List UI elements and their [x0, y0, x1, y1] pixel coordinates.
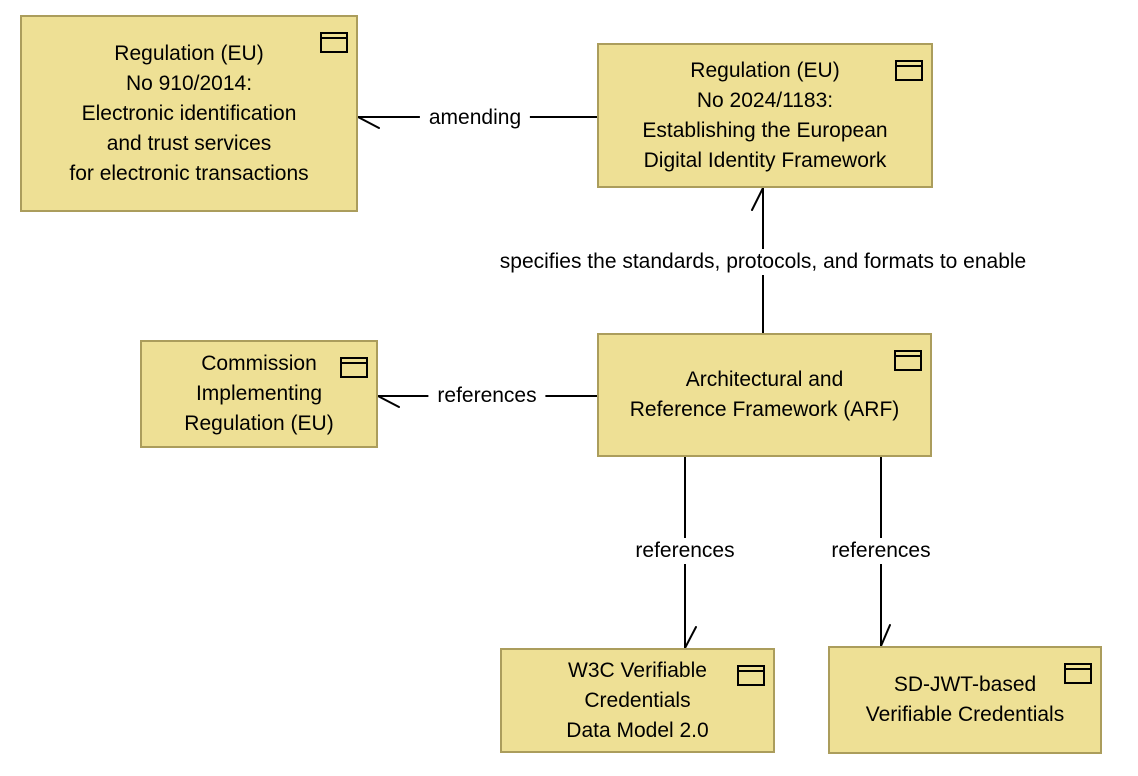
edge-label-amending: amending	[419, 105, 531, 131]
edge-label-specifies: specifies the standards, protocols, and …	[490, 249, 1036, 275]
node-sd-jwt-verifiable-credentials: SD-JWT-based Verifiable Credentials	[828, 646, 1102, 754]
card-icon	[737, 665, 765, 686]
node-regulation-910-2014-label: Regulation (EU) No 910/2014: Electronic …	[69, 41, 309, 185]
node-commission-implementing-regulation-label: Commission Implementing Regulation (EU)	[184, 352, 334, 435]
node-regulation-2024-1183-label: Regulation (EU) No 2024/1183: Establishi…	[642, 58, 888, 172]
node-architectural-reference-framework-label: Architectural and Reference Framework (A…	[629, 368, 900, 421]
card-icon	[340, 357, 368, 378]
edge-label-references-sdjwt: references	[822, 538, 940, 564]
card-icon	[320, 32, 348, 53]
node-w3c-verifiable-credentials: W3C Verifiable Credentials Data Model 2.…	[500, 648, 775, 753]
card-icon	[1064, 663, 1092, 684]
node-architectural-reference-framework: Architectural and Reference Framework (A…	[597, 333, 932, 457]
node-commission-implementing-regulation: Commission Implementing Regulation (EU)	[140, 340, 378, 448]
card-icon	[895, 60, 923, 81]
node-sd-jwt-verifiable-credentials-label: SD-JWT-based Verifiable Credentials	[865, 673, 1065, 726]
node-w3c-verifiable-credentials-label: W3C Verifiable Credentials Data Model 2.…	[566, 658, 709, 742]
edge-label-references-cir: references	[428, 383, 546, 409]
node-regulation-910-2014: Regulation (EU) No 910/2014: Electronic …	[20, 15, 358, 212]
card-icon	[894, 350, 922, 371]
edge-label-references-w3c: references	[626, 538, 744, 564]
node-regulation-2024-1183: Regulation (EU) No 2024/1183: Establishi…	[597, 43, 933, 188]
